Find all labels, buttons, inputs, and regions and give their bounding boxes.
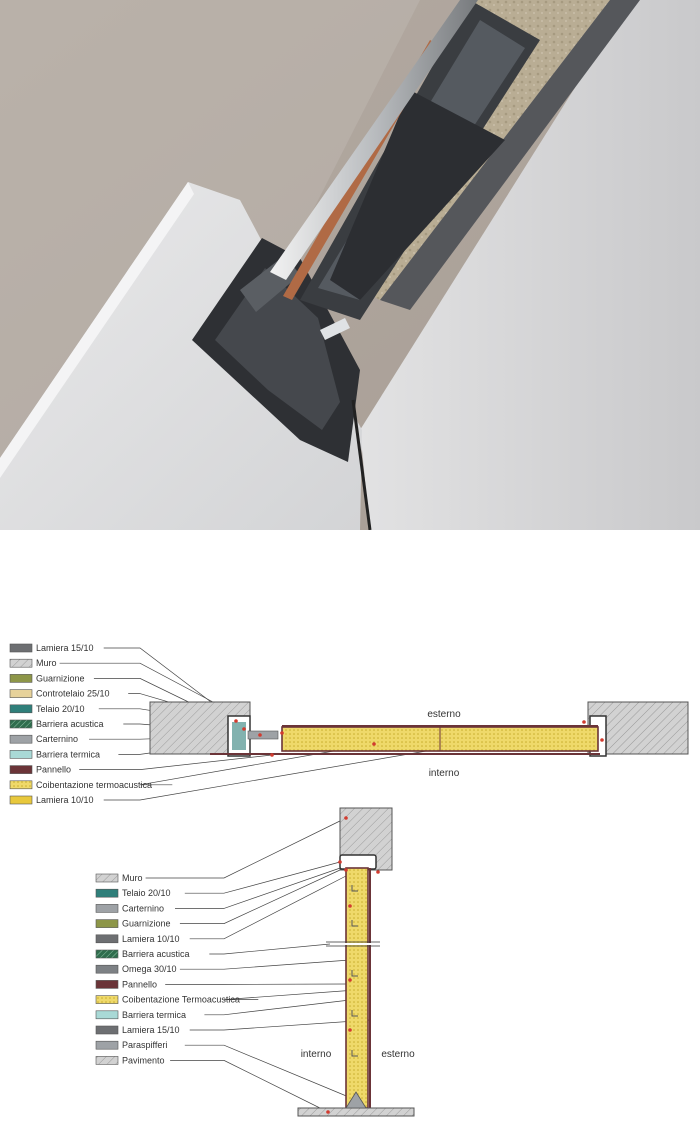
legend-label: Lamiera 10/10 [122,934,180,944]
legend-label: Barriera termica [36,749,100,759]
plan-legend: Lamiera 15/10MuroGuarnizioneControtelaio… [9,643,445,805]
legend-swatch [95,949,119,959]
legend-label: Pavimento [122,1055,165,1065]
legend-label: Controtelaio 25/10 [36,689,110,699]
frame-inner-cavity [215,268,340,430]
legend-leader-line [175,865,347,909]
legend-label: Telaio 20/10 [36,704,85,714]
legend-swatch [9,704,33,714]
legend-leader-line [209,943,331,955]
legend-label: Omega 30/10 [122,964,177,974]
legend-leader-line [189,1019,371,1031]
legend-swatch [9,658,33,668]
legend-swatch [9,795,33,805]
legend-swatch [9,689,33,698]
legend-label: Guarnizione [36,673,85,683]
vertical-drawing: interno esterno [297,807,415,1117]
profile-web [330,90,505,300]
technical-sections: Lamiera 15/10MuroGuarnizioneControtelaio… [9,643,689,1117]
legend-leader-line [204,999,351,1016]
legend-label: Barriera acustica [122,949,190,959]
legend-leader-line [179,959,351,970]
steel-rod [270,0,478,280]
legend-swatch [9,734,33,744]
panel-skin [380,0,640,310]
legend-swatch [9,750,33,759]
plan-frame-telaio [232,722,246,750]
legend-label: Carternino [36,734,78,744]
legend-swatch [9,780,33,790]
legend-leader-line [79,754,273,770]
legend-swatch [95,995,119,1004]
legend-label: Carternino [122,903,164,913]
legend-label: Pannello [36,765,71,775]
legend-swatch [9,643,33,653]
legend-swatch [9,674,33,683]
vert-label-outer: esterno [381,1049,415,1060]
legend-leader-line [139,743,375,786]
legend-swatch [95,919,119,928]
legend-leader-line [145,817,347,879]
legend-swatch [95,1025,119,1035]
legend-label: Barriera termica [122,1010,186,1020]
legend-swatch [95,904,119,913]
vert-paraspifferi [345,1091,367,1109]
legend-leader-line [103,647,237,722]
legend-label: Muro [36,658,57,668]
plan-label-inner: interno [429,768,460,779]
legend-leader-line [103,747,445,801]
legend-swatch [95,873,119,883]
legend-leader-line [189,875,347,940]
legend-swatch [95,1056,119,1065]
legend-label: Telaio 20/10 [122,888,171,898]
legend-label: Coibentazione Termoacustica [122,995,240,1005]
right-jamb-panel [360,0,700,530]
legend-leader-line [179,869,341,924]
legend-label: Barriera acustica [36,719,104,729]
legend-label: Paraspifferi [122,1040,167,1050]
legend-swatch [95,934,119,944]
vert-label-inner: interno [301,1049,332,1060]
legend-leader-line [59,662,229,711]
legend-label: Muro [122,873,143,883]
legend-label: Lamiera 15/10 [122,1025,180,1035]
legend-leader-line [223,989,357,1000]
vert-door-panel [345,867,369,1109]
legend-leader-line [184,861,341,894]
legend-swatch [95,1040,119,1050]
vert-frame-top [339,854,377,870]
plan-carternino [247,730,279,740]
plan-label-outer: esterno [427,709,461,720]
leaf-edge [0,182,194,478]
clip [320,318,350,340]
legend-label: Pannello [122,979,157,989]
legend-swatch [95,1010,119,1020]
legend-label: Guarnizione [122,919,171,929]
legend-swatch [95,964,119,974]
legend-swatch [95,888,119,898]
legend-label: Lamiera 10/10 [36,795,94,805]
vert-floor [297,1107,415,1117]
door-frame-render [0,0,700,530]
legend-swatch [95,980,119,989]
legend-label: Lamiera 15/10 [36,643,94,653]
seal-line [351,399,372,530]
plan-drawing: esterno interno [149,701,689,779]
legend-swatch [9,765,33,774]
legend-label: Coibentazione termoacustica [36,780,152,790]
legend-leader-line [170,1060,329,1113]
legend-swatch [9,719,33,729]
legend-leader-line [184,1044,357,1101]
